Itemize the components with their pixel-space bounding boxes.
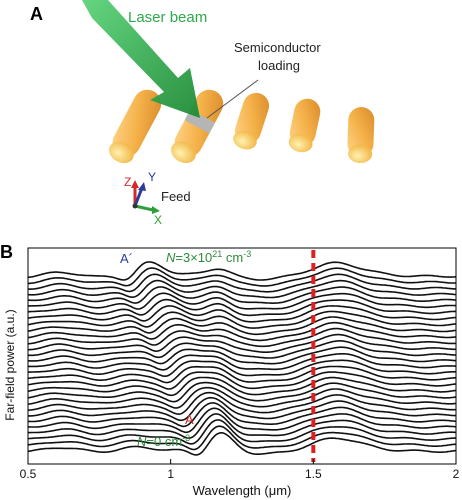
spectrum-curve — [27, 365, 457, 384]
x-tick-label: 1.5 — [305, 467, 322, 481]
spectrum-curve — [27, 425, 457, 451]
spectrum-curve — [27, 432, 457, 456]
laser-beam-arrow — [82, 0, 200, 118]
plot-frame — [27, 247, 457, 465]
spectrum-curve — [27, 419, 456, 445]
x-axis-label: Wavelength (μm) — [193, 483, 292, 498]
n-bottom-label: N=0 cm-3 — [137, 433, 190, 449]
panel-a-schematic: A Laser beam Semiconductor loading — [30, 0, 375, 227]
y-axis-label: Far-field power (a.u.) — [3, 309, 17, 420]
spectrum-curve — [28, 340, 457, 359]
spectrum-curve — [27, 305, 457, 323]
n-top-label: N=3×1021 cm-3 — [166, 249, 251, 265]
spectrum-curve — [28, 267, 456, 287]
nanorod-4 — [288, 98, 321, 153]
spectrum-curve — [27, 261, 457, 281]
x-axis-ticks: 0.5 1 1.5 2 — [20, 459, 460, 481]
x-tick-label: 0.5 — [20, 467, 37, 481]
spectrum-curve — [28, 346, 457, 365]
spectrum-curve — [28, 353, 457, 371]
nanorod-1 — [109, 89, 162, 164]
spectra-curves — [27, 261, 457, 456]
spectrum-curve — [27, 321, 457, 342]
spectrum-curve — [27, 371, 457, 390]
spectrum-curve — [28, 292, 456, 310]
axis-y-label: Y — [148, 170, 156, 184]
spectrum-curve — [27, 396, 456, 422]
spectrum-curve — [28, 402, 457, 428]
nanorod-3 — [233, 92, 270, 150]
panel-b-chart: B Far-field power (a.u.) 0.5 1 1.5 2 Wavele… — [0, 242, 460, 498]
spectrum-curve — [28, 286, 457, 304]
spectrum-curve — [27, 310, 457, 329]
spectrum-curve — [28, 413, 456, 439]
loading-leader-line — [206, 79, 259, 119]
spectrum-curve — [27, 273, 456, 293]
spectrum-curve — [27, 327, 457, 348]
spectrum-curve — [27, 359, 456, 378]
nanorod-array — [109, 89, 375, 164]
semiconductor-label-line1: Semiconductor — [234, 40, 321, 55]
marker-a-prime: A´ — [120, 251, 133, 266]
feed-label: Feed — [161, 189, 191, 204]
spectrum-curve — [27, 376, 457, 397]
panel-b-label: B — [0, 242, 13, 262]
spectrum-curve — [28, 279, 457, 299]
x-tick-label: 2 — [453, 467, 460, 481]
spectrum-curve — [27, 381, 457, 403]
laser-beam-label: Laser beam — [128, 9, 207, 26]
axis-z-label: Z — [124, 175, 131, 189]
nanorod-2-loaded — [171, 89, 224, 164]
spectrum-curve — [27, 298, 456, 317]
spectrum-curve — [28, 333, 456, 353]
spectrum-curve — [28, 407, 457, 434]
x-tick-label: 1 — [167, 467, 174, 481]
spectrum-curve — [28, 391, 456, 415]
marker-a: A — [185, 412, 194, 427]
semiconductor-label-line2: loading — [258, 58, 300, 73]
spectrum-curve — [27, 386, 457, 409]
axis-x-label: X — [154, 213, 162, 227]
axes-triad — [131, 180, 160, 214]
nanorod-5 — [347, 107, 375, 164]
spectrum-curve — [27, 316, 457, 336]
panel-a-label: A — [30, 4, 43, 24]
